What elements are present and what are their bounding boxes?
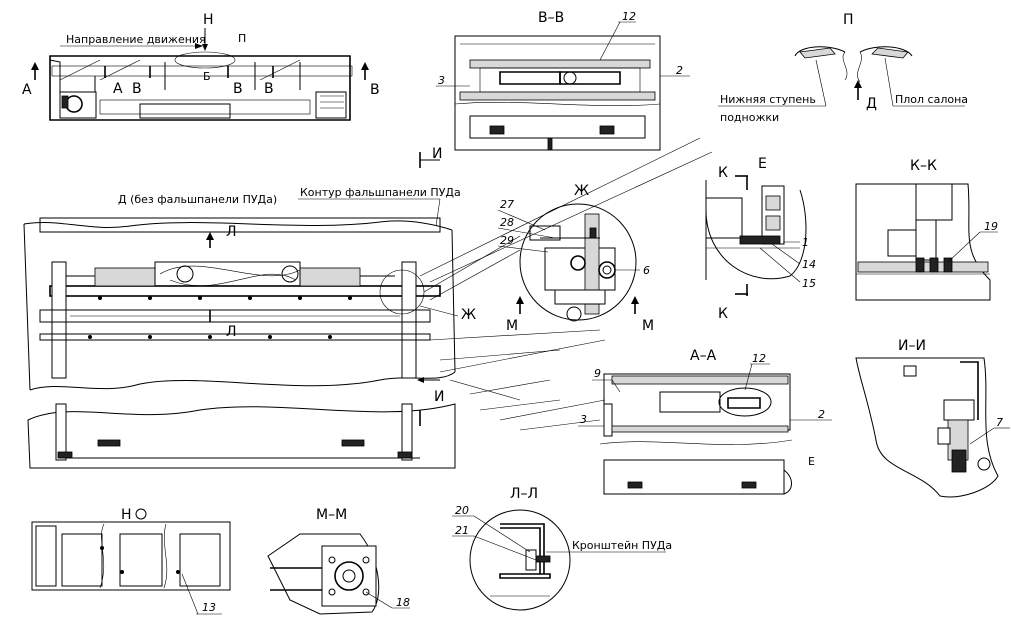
section-mm: М–М 18 [267, 507, 410, 615]
view-n: Н 13 [31, 507, 231, 615]
sec-b-mid: Б [203, 70, 211, 83]
vv-callout-12: 12 [622, 10, 636, 23]
top-view: Направление движения Н П А В А В [22, 12, 380, 121]
section-vv-title: В–В [538, 10, 564, 26]
bolt-row [88, 296, 352, 339]
sec-v-mid-2: В [233, 81, 243, 97]
view-d-mark: Д [866, 96, 877, 112]
vv-callout-2: 2 [676, 64, 683, 77]
sec-v-mid-3: В [264, 81, 274, 97]
aa-callout-9: 9 [594, 367, 601, 380]
section-aa-title: А–А [690, 348, 717, 364]
step-label-2: подножки [720, 111, 779, 124]
section-aa: А–А 12 9 3 2 Е [578, 348, 832, 495]
main-view-title: Д (без фальшпанели ПУДа) [118, 193, 277, 206]
ref-p-mark: П [238, 32, 246, 45]
main-view-d: Д (без фальшпанели ПУДа) Контур фальшпан… [23, 146, 476, 469]
view-p-title: П [843, 12, 854, 28]
cut-l-upper: Л [226, 224, 237, 240]
section-ll: Л–Л 20 21 Кронштейн ПУДа [452, 486, 672, 611]
cut-l-lower: Л [226, 324, 237, 340]
contour-label: Контур фальшпанели ПУДа [300, 186, 461, 199]
k-callout-14: 14 [802, 258, 816, 271]
ll-callout-20: 20 [455, 504, 469, 517]
k-mark-bottom: К [718, 306, 728, 322]
section-vv: В–В 12 2 3 [436, 10, 690, 151]
detail-zh: Ж 27 28 29 6 М М [497, 183, 654, 334]
zh-callout-6: 6 [643, 264, 650, 277]
direction-label: Направление движения [66, 33, 206, 46]
cut-m-right: М [642, 318, 654, 334]
step-label-1: Нижняя ступень [720, 93, 816, 106]
cut-i-lower: И [434, 389, 444, 405]
sec-a-mid: А [113, 81, 123, 97]
detail-zh-title: Ж [574, 183, 589, 199]
n-callout-13: 13 [202, 601, 216, 614]
k-callout-1: 1 [802, 236, 809, 249]
aa-ref-e: Е [808, 455, 815, 468]
k-mark-top: К [718, 165, 728, 181]
section-kk: К–К 19 [855, 158, 998, 301]
ref-zh-mark: Ж [461, 307, 476, 323]
zh-callout-29: 29 [500, 234, 514, 247]
aa-callout-12: 12 [752, 352, 766, 365]
zh-callout-27: 27 [500, 198, 514, 211]
view-p: П Нижняя ступень подножки Плол салона Д [718, 12, 968, 124]
bracket-label: Кронштейн ПУДа [572, 539, 672, 552]
section-ii: И–И 7 [855, 338, 1010, 498]
sec-a-left: А [22, 82, 32, 98]
kk-callout-19: 19 [984, 220, 998, 233]
section-kk-title: К–К [910, 158, 937, 174]
aa-callout-3: 3 [580, 413, 587, 426]
section-mm-title: М–М [316, 507, 347, 523]
e-mark: Е [758, 156, 767, 172]
cut-m-left: М [506, 318, 518, 334]
zh-callout-28: 28 [500, 216, 514, 229]
ll-callout-21: 21 [455, 524, 469, 537]
section-k-detail: К Е 1 14 15 К [705, 156, 816, 322]
cut-i-upper: И [432, 146, 442, 162]
ii-callout-7: 7 [996, 416, 1003, 429]
section-ll-title: Л–Л [510, 486, 538, 502]
view-n-title: Н [121, 507, 132, 523]
section-ii-title: И–И [898, 338, 926, 354]
view-n-mark: Н [203, 12, 214, 28]
vv-callout-3: 3 [438, 74, 445, 87]
floor-label: Плол салона [895, 93, 968, 106]
mm-callout-18: 18 [396, 596, 410, 609]
sec-v-mid-1: В [132, 81, 142, 97]
k-callout-15: 15 [802, 277, 816, 290]
aa-callout-2: 2 [818, 408, 825, 421]
sec-v-right: В [370, 82, 380, 98]
